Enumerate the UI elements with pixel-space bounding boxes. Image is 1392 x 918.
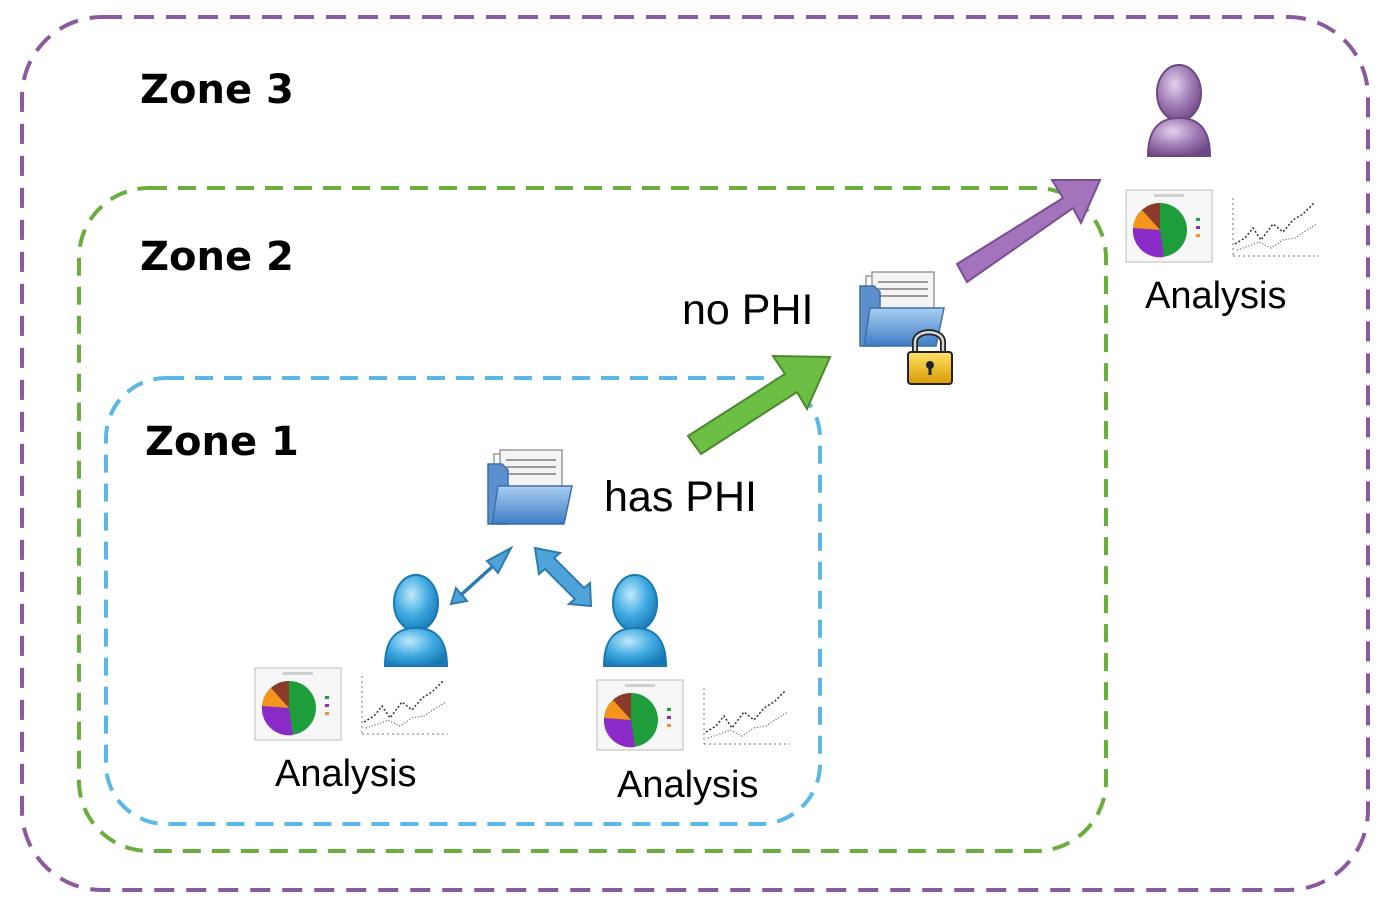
purple-arrow-icon: [955, 179, 1102, 284]
zone2-border: [77, 186, 1108, 853]
padlock-icon: [907, 329, 953, 385]
zone3-border: [20, 15, 1370, 892]
folder-with-documents-icon: [487, 449, 573, 525]
double-arrow-left-icon: [449, 545, 514, 606]
line-chart-thumbnail-icon: [358, 672, 450, 738]
green-arrow-icon: [686, 354, 832, 456]
person-icon: [384, 574, 448, 667]
no-phi-label: no PHI: [682, 286, 813, 334]
has-phi-label: has PHI: [604, 473, 757, 521]
analysis-label-zone1-left: Analysis: [275, 753, 417, 795]
pie-chart-thumbnail-icon: [1125, 189, 1213, 263]
zone2-title: Zone 2: [140, 234, 294, 280]
zone1-title: Zone 1: [145, 419, 299, 465]
person-icon: [1146, 63, 1212, 158]
locked-folder-icon: [859, 271, 945, 347]
pie-chart-thumbnail-icon: [596, 679, 684, 751]
person-icon: [603, 574, 667, 667]
zone3-title: Zone 3: [140, 67, 294, 113]
analysis-label-zone1-right: Analysis: [617, 764, 759, 806]
analysis-label-zone3: Analysis: [1145, 275, 1287, 317]
zone1-border: [104, 376, 822, 826]
pie-chart-thumbnail-icon: [254, 667, 342, 741]
double-arrow-right-icon: [533, 546, 593, 608]
line-chart-thumbnail-icon: [700, 684, 792, 748]
line-chart-thumbnail-icon: [1229, 194, 1321, 260]
